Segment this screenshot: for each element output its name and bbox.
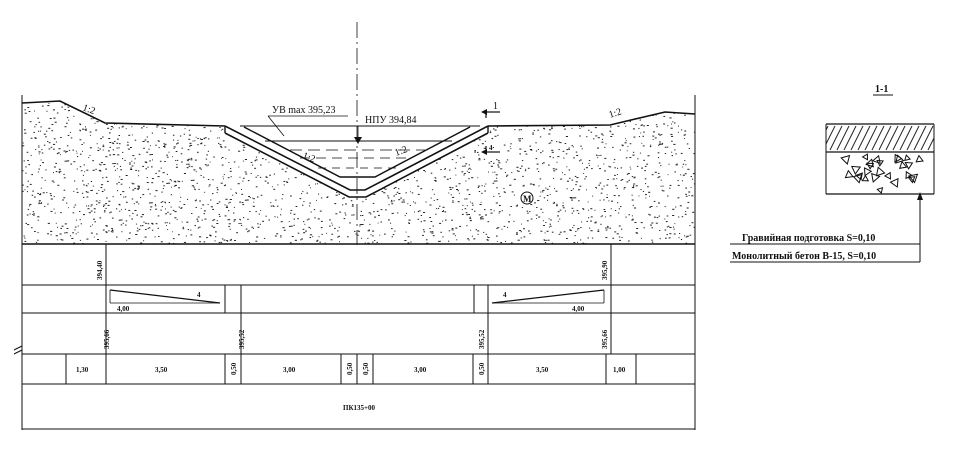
layer-gravel-label: Гравийная подготовка S=0,10 [742,233,875,244]
elev-design-4: 395,66 [601,329,609,349]
slope-label-ditch-left: 1:2 [301,150,317,165]
picket-label: ПК135+00 [343,404,376,412]
svg-text:1: 1 [493,101,498,112]
dist-1: 1,30 [76,366,89,374]
dist-3: 0,50 [230,362,238,375]
material-marker: М [520,191,534,205]
profile-table: 394,40 395,90 4 4,00 4 4,00 395,66 395,5… [13,243,695,430]
svg-text:4: 4 [489,144,493,152]
ditch [224,125,489,198]
slope-right-value: 4 [503,291,507,299]
layer-concrete-label: Монолитный бетон В-15, S=0,10 [732,251,876,262]
elev-ground-left: 394,40 [96,260,104,280]
elev-design-2: 395,52 [238,329,246,349]
elev-ground-right: 395,90 [601,260,609,280]
section-title: 1-1 [875,84,888,95]
dist-4: 3,00 [283,366,296,374]
gravel-hatch [826,125,934,151]
slope-left-value: 4 [197,291,201,299]
dist-8: 0,50 [478,362,486,375]
dist-6: 0,50 [362,362,370,375]
slope-right-length: 4,00 [572,305,585,313]
dist-7: 3,00 [414,366,427,374]
section-mark: 1 4 [481,101,500,155]
elev-design-1: 395,66 [103,329,111,349]
slope-label-left: 1:2 [81,102,97,117]
slope-label-ditch-right: 1:2 [393,144,409,159]
svg-text:УВ max 395,23: УВ max 395,23 [272,105,335,116]
soil-mass [21,95,696,430]
svg-text:НПУ 394,84: НПУ 394,84 [365,115,417,126]
elev-design-3: 395,52 [478,329,486,349]
dist-5: 0,50 [346,362,354,375]
concrete-pattern [840,153,924,194]
water-level-max: УВ max 395,23 [267,105,348,137]
dist-2: 3,50 [155,366,168,374]
slope-left-length: 4,00 [117,305,130,313]
water-level-normal: НПУ 394,84 [354,115,432,144]
slope-label-right: 1:2 [608,106,624,120]
dist-9: 3,50 [536,366,549,374]
section-1-1: 1-1 Гравийная подготовка S=0,10 Монолитн… [730,84,935,263]
dist-10: 1,00 [613,366,626,374]
soil-stipple [22,101,695,244]
svg-text:М: М [523,194,532,204]
